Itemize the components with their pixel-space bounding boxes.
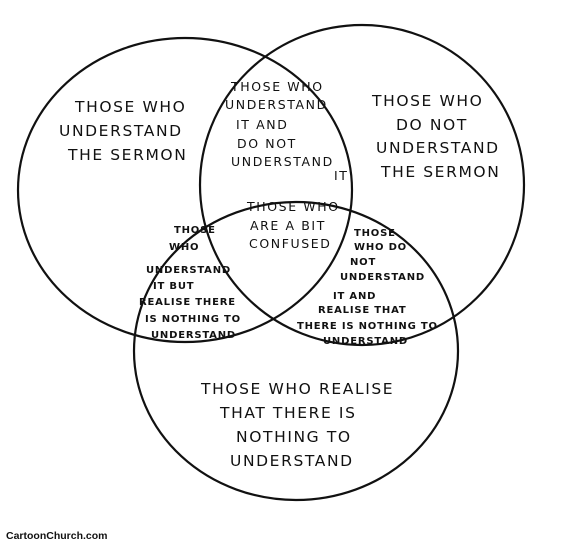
text-line: IT AND	[333, 291, 376, 302]
text-line: THOSE WHO	[371, 92, 483, 110]
text-line: UNDERSTAND	[376, 139, 500, 157]
text-line: UNDERSTAND	[225, 97, 328, 112]
text-line: CONFUSED	[249, 236, 332, 251]
text-line: WHO	[169, 242, 199, 253]
text-line: DO NOT	[396, 116, 468, 134]
text-line: THE SERMON	[380, 163, 500, 181]
text-line: THAT THERE IS	[219, 404, 357, 422]
text-line: UNDERSTAND	[59, 122, 183, 140]
text-line: ARE A BIT	[250, 218, 326, 233]
text-line: DO NOT	[237, 136, 297, 151]
text-line: IT AND	[236, 117, 288, 132]
text-line: THOSE WHO	[246, 199, 340, 214]
text-line: UNDERSTAND	[230, 452, 354, 470]
text-line: UNDERSTAND	[146, 265, 231, 276]
credit-text: CartoonChurch.com	[6, 530, 108, 542]
text-line: REALISE THAT	[318, 305, 406, 316]
label-not-understand-only: THOSE WHO DO NOT UNDERSTAND THE SERMON	[371, 92, 500, 181]
circle-realise-nothing	[132, 200, 460, 502]
circle-understand	[16, 36, 354, 344]
text-line: UNDERSTAND	[151, 330, 236, 341]
text-line: NOT	[350, 257, 376, 268]
text-line: IT	[334, 168, 349, 183]
text-line: IT BUT	[153, 281, 194, 292]
text-line: REALISE THERE	[139, 297, 236, 308]
label-realise-only: THOSE WHO REALISE THAT THERE IS NOTHING …	[200, 380, 394, 470]
label-understand-and-realise: THOSE WHO UNDERSTAND IT BUT REALISE THER…	[139, 225, 241, 341]
label-center-confused: THOSE WHO ARE A BIT CONFUSED	[246, 199, 340, 251]
circle-do-not-understand	[198, 23, 526, 347]
label-understand-and-not: THOSE WHO UNDERSTAND IT AND DO NOT UNDER…	[225, 79, 349, 183]
text-line: THOSE WHO	[230, 79, 324, 94]
label-understand-only: THOSE WHO UNDERSTAND THE SERMON	[59, 98, 187, 164]
text-line: THOSE WHO	[74, 98, 186, 116]
text-line: THOSE	[354, 228, 396, 239]
text-line: UNDERSTAND	[231, 154, 334, 169]
text-line: THOSE	[174, 225, 216, 236]
text-line: UNDERSTAND	[323, 336, 408, 347]
text-line: THOSE WHO REALISE	[200, 380, 394, 398]
text-line: THE SERMON	[67, 146, 187, 164]
label-not-and-realise: THOSE WHO DO NOT UNDERSTAND IT AND REALI…	[297, 228, 438, 347]
text-line: IS NOTHING TO	[145, 314, 241, 325]
text-line: NOTHING TO	[236, 428, 352, 446]
text-line: THERE IS NOTHING TO	[297, 321, 438, 332]
text-line: UNDERSTAND	[340, 272, 425, 283]
text-line: WHO DO	[354, 242, 407, 253]
